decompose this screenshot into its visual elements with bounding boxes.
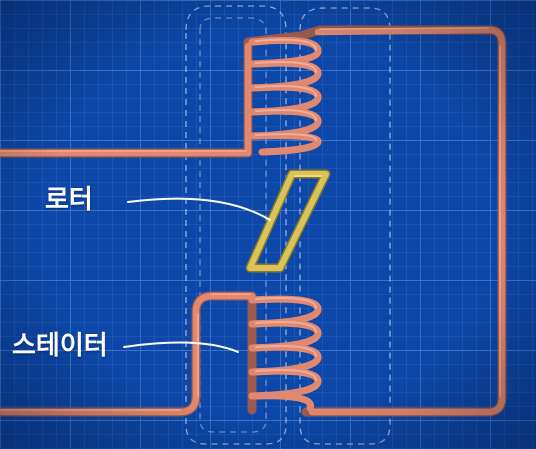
rotor-label: 로터	[45, 185, 93, 215]
stator-label: 스테이터	[12, 331, 108, 361]
